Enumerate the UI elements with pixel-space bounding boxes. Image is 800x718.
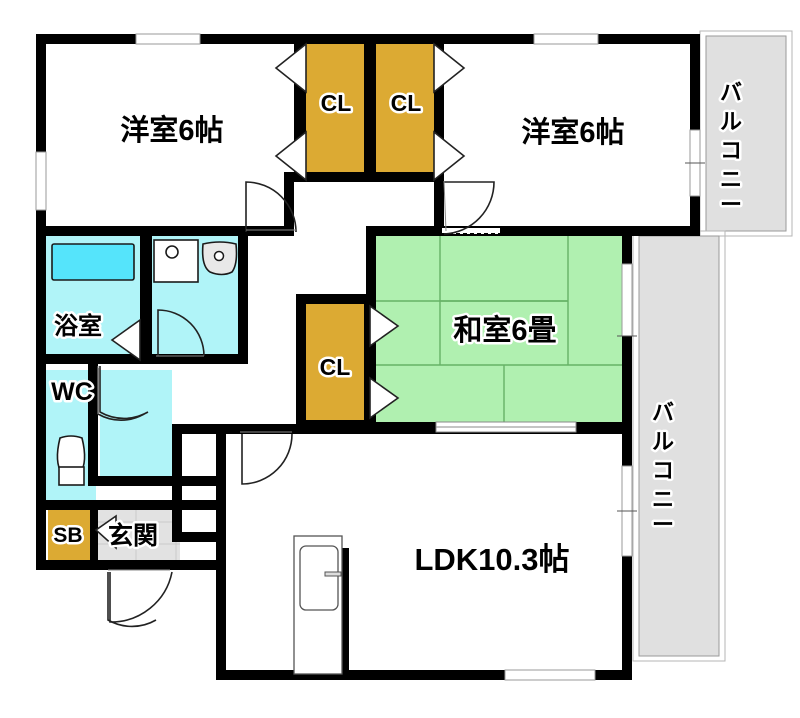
doors bbox=[94, 42, 495, 628]
walls-exterior bbox=[36, 34, 700, 236]
closet-upper-right bbox=[376, 42, 434, 182]
closet-upper-left bbox=[306, 42, 364, 182]
balcony-char: バ bbox=[720, 80, 742, 105]
room-label-wc: WC bbox=[51, 378, 93, 406]
room-fill-washitsu bbox=[376, 236, 632, 432]
balcony-char: ニ bbox=[720, 167, 742, 192]
closet-label-upper-left: CL bbox=[321, 90, 352, 116]
balcony-char: ー bbox=[720, 192, 742, 217]
balcony-char: ル bbox=[720, 109, 742, 134]
washing-machine-icon bbox=[153, 239, 199, 283]
room-label-bedroom-right: 洋室6帖 bbox=[521, 115, 624, 149]
kitchen-sink-icon bbox=[293, 535, 343, 675]
balcony-char: コ bbox=[652, 458, 674, 483]
windows bbox=[35, 33, 705, 681]
room-fill-ldk bbox=[180, 432, 632, 680]
room-label-ldk: LDK10.3帖 bbox=[414, 542, 569, 577]
balcony-label-lower-right: バ ル コ ニ ー bbox=[649, 398, 676, 540]
balcony-upper-right bbox=[699, 30, 793, 237]
room-label-washitsu: 和室6畳 bbox=[453, 313, 556, 347]
room-label-bedroom-left: 洋室6帖 bbox=[120, 113, 223, 147]
balcony-char: ニ bbox=[652, 487, 674, 512]
shoe-box-fill bbox=[48, 510, 90, 566]
balcony-char: ル bbox=[652, 429, 674, 454]
closet-middle bbox=[306, 304, 364, 420]
room-label-shoe-box: SB bbox=[53, 524, 82, 547]
closet-label-middle: CL bbox=[320, 354, 351, 380]
balcony-char: ー bbox=[652, 512, 674, 537]
balcony-label-upper-right: バ ル コ ニ ー bbox=[717, 78, 744, 220]
washbasin-icon bbox=[201, 241, 238, 276]
room-fill-bedroom-right bbox=[444, 42, 694, 227]
toilet-icon bbox=[56, 435, 86, 486]
bathtub-icon bbox=[51, 243, 135, 281]
balcony-lower-right bbox=[632, 230, 726, 662]
room-label-bathroom: 浴室 bbox=[54, 312, 102, 340]
closet-label-upper-right: CL bbox=[391, 90, 422, 116]
balcony-char: コ bbox=[720, 138, 742, 163]
balcony-char: バ bbox=[652, 400, 674, 425]
room-fill-bedroom-left bbox=[44, 42, 294, 227]
room-label-entrance: 玄関 bbox=[108, 521, 158, 550]
